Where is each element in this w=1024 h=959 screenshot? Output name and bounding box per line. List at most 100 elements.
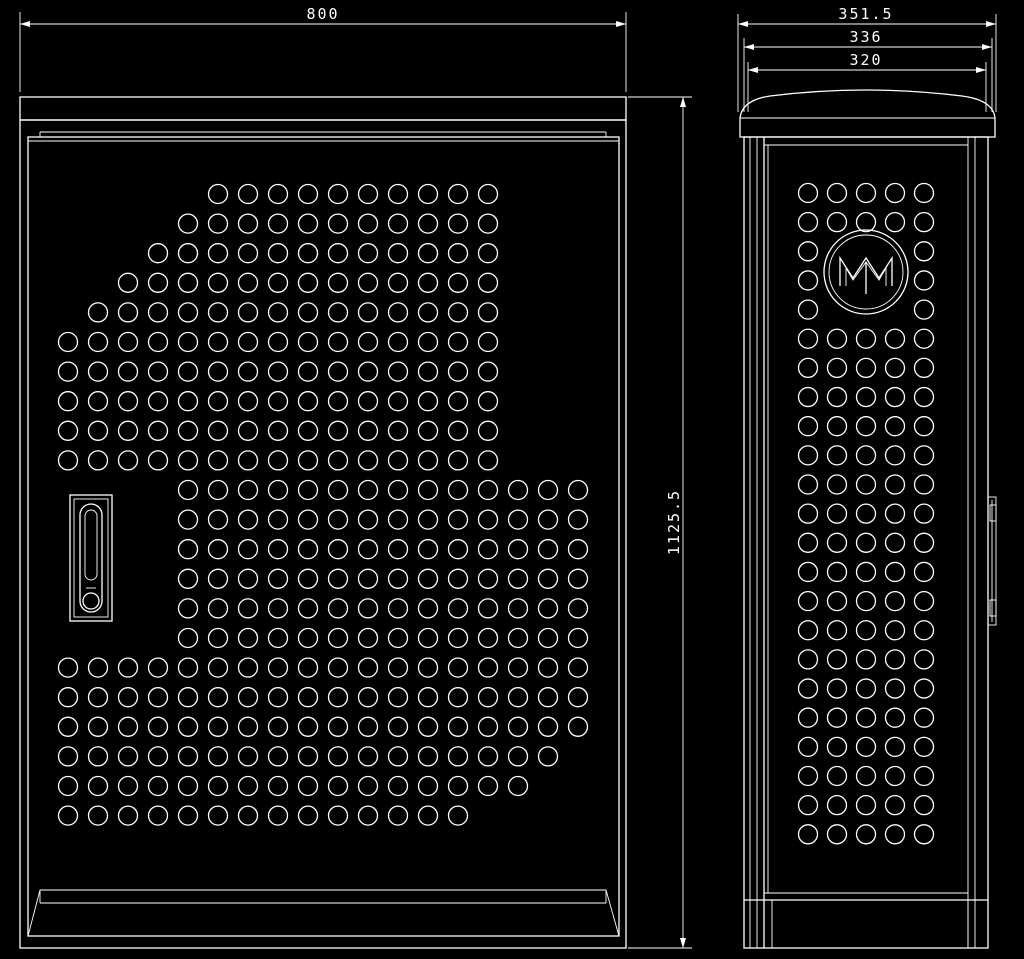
cabinet-door bbox=[27, 136, 620, 937]
vent-hole bbox=[447, 361, 469, 382]
vent-hole bbox=[57, 746, 79, 767]
vent-hole bbox=[87, 391, 109, 412]
vent-hole bbox=[797, 503, 819, 524]
vent-hole bbox=[357, 213, 379, 234]
vent-hole bbox=[327, 420, 349, 441]
vent-hole bbox=[327, 805, 349, 826]
side-ventilation-holes bbox=[797, 182, 935, 845]
vent-hole bbox=[117, 687, 139, 708]
vent-hole bbox=[884, 328, 906, 349]
vent-hole bbox=[297, 479, 319, 501]
vent-hole bbox=[855, 561, 877, 583]
vent-hole bbox=[387, 509, 409, 530]
vent-hole bbox=[447, 627, 469, 649]
vent-hole bbox=[477, 331, 499, 353]
vent-hole bbox=[913, 620, 935, 641]
vent-hole bbox=[357, 687, 379, 708]
vent-hole bbox=[884, 736, 906, 757]
vent-hole bbox=[855, 590, 877, 612]
vent-hole bbox=[507, 509, 529, 530]
vent-hole bbox=[884, 649, 906, 670]
vent-hole bbox=[537, 627, 559, 649]
vent-hole bbox=[855, 357, 877, 379]
vent-hole bbox=[477, 746, 499, 767]
vent-hole bbox=[884, 445, 906, 466]
vent-hole bbox=[477, 775, 499, 797]
vent-hole bbox=[177, 746, 199, 767]
vent-hole bbox=[207, 687, 229, 708]
side-lock-detail bbox=[987, 496, 997, 626]
vent-hole bbox=[797, 474, 819, 495]
vent-hole bbox=[147, 805, 169, 826]
vent-hole bbox=[237, 657, 259, 678]
vent-hole bbox=[297, 568, 319, 589]
vent-hole bbox=[884, 561, 906, 583]
vent-hole bbox=[237, 509, 259, 530]
vent-hole bbox=[855, 824, 877, 845]
vent-hole bbox=[207, 657, 229, 678]
vent-hole bbox=[567, 598, 589, 619]
vent-hole bbox=[884, 765, 906, 787]
vent-hole bbox=[537, 509, 559, 530]
vent-hole bbox=[417, 213, 439, 234]
vent-hole bbox=[884, 532, 906, 553]
vent-hole bbox=[87, 657, 109, 678]
vent-hole bbox=[855, 211, 877, 233]
vent-hole bbox=[826, 561, 848, 583]
vent-hole bbox=[913, 824, 935, 845]
vent-hole bbox=[237, 391, 259, 412]
vent-hole bbox=[797, 532, 819, 553]
vent-hole bbox=[797, 328, 819, 349]
vent-hole bbox=[207, 509, 229, 530]
vent-hole bbox=[207, 213, 229, 234]
vent-hole bbox=[884, 590, 906, 612]
vent-hole bbox=[297, 391, 319, 412]
vent-hole bbox=[884, 503, 906, 524]
vent-hole bbox=[357, 272, 379, 293]
vent-hole bbox=[357, 302, 379, 323]
vent-hole bbox=[327, 775, 349, 797]
vent-hole bbox=[207, 243, 229, 264]
vent-hole bbox=[797, 357, 819, 379]
vent-hole bbox=[327, 539, 349, 560]
vent-hole bbox=[387, 243, 409, 264]
vent-hole bbox=[913, 795, 935, 816]
vent-hole bbox=[327, 213, 349, 234]
vent-hole bbox=[447, 450, 469, 471]
vent-hole bbox=[913, 182, 935, 204]
vent-hole bbox=[237, 746, 259, 767]
vent-hole bbox=[357, 509, 379, 530]
vent-hole bbox=[417, 272, 439, 293]
vent-hole bbox=[267, 568, 289, 589]
vent-hole bbox=[237, 243, 259, 264]
vent-hole bbox=[567, 568, 589, 589]
vent-hole bbox=[387, 302, 409, 323]
vent-hole bbox=[913, 561, 935, 583]
vent-hole bbox=[297, 243, 319, 264]
vent-hole bbox=[267, 420, 289, 441]
vent-hole bbox=[117, 657, 139, 678]
vent-hole bbox=[327, 450, 349, 471]
vent-hole bbox=[797, 270, 819, 291]
vent-hole bbox=[237, 213, 259, 234]
door-handle-icon bbox=[69, 494, 113, 622]
vent-hole bbox=[884, 357, 906, 379]
vent-hole bbox=[357, 479, 379, 501]
vent-hole bbox=[417, 509, 439, 530]
vent-hole bbox=[826, 328, 848, 349]
vent-hole bbox=[207, 272, 229, 293]
vent-hole bbox=[327, 657, 349, 678]
vent-hole bbox=[855, 649, 877, 670]
vent-hole bbox=[357, 716, 379, 737]
vent-hole bbox=[267, 687, 289, 708]
vent-hole bbox=[357, 183, 379, 205]
vent-hole bbox=[477, 391, 499, 412]
vent-hole bbox=[537, 716, 559, 737]
vent-hole bbox=[237, 568, 259, 589]
vent-hole bbox=[477, 302, 499, 323]
vent-hole bbox=[177, 391, 199, 412]
vent-hole bbox=[327, 687, 349, 708]
vent-hole bbox=[147, 775, 169, 797]
vent-hole bbox=[297, 746, 319, 767]
vent-hole bbox=[417, 331, 439, 353]
